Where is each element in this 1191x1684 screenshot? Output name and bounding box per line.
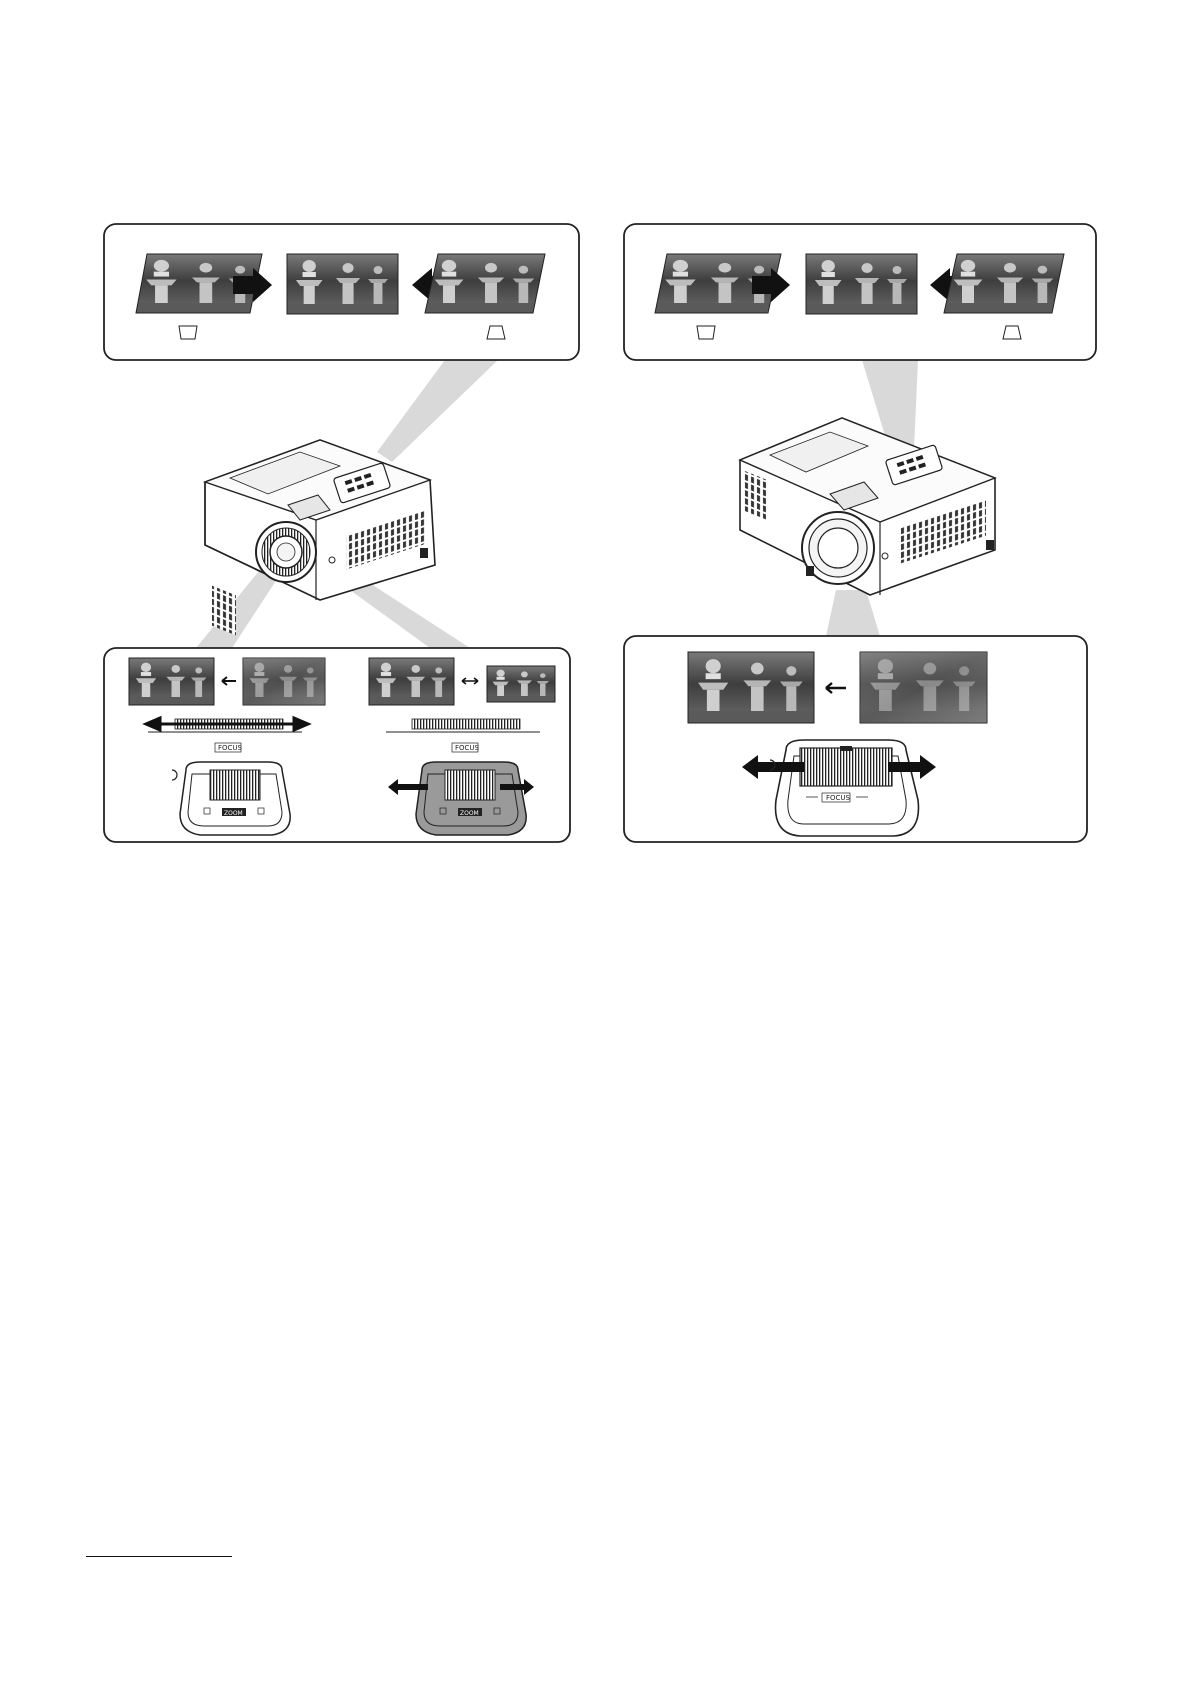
lens-top-view: FOCUS — [776, 740, 919, 836]
focus-photo-blurry — [860, 652, 987, 723]
beam-to-focus-panel — [826, 590, 880, 636]
focus-label-a: FOCUS — [218, 744, 243, 752]
right-diagram: FOCUS — [624, 224, 1096, 842]
zoom-photo-large — [369, 658, 454, 705]
projector-right — [740, 418, 995, 595]
zoom-photo-small — [487, 666, 555, 702]
lens-top-view-highlighted: ZOOM — [416, 762, 526, 835]
focus-photo-sharp — [129, 658, 214, 705]
footer-rule — [86, 1556, 232, 1557]
beam-to-focus-right — [350, 580, 470, 648]
left-diagram: FOCUS ZOOM — [104, 224, 579, 842]
keystone-image-corrected — [287, 254, 398, 314]
keystone-image-corrected — [806, 254, 917, 314]
focus-photo-blurry — [243, 658, 325, 705]
keystone-image-narrow-top — [425, 254, 545, 313]
focus-photo-sharp — [688, 652, 814, 723]
focus-label-b: FOCUS — [455, 744, 480, 752]
zoom-label-a: ZOOM — [224, 810, 243, 817]
keystone-image-narrow-top — [944, 254, 1064, 313]
zoom-ring-flat — [412, 719, 520, 729]
lens-top-view: ZOOM — [180, 762, 290, 835]
beam-to-keystone-panel — [377, 360, 498, 462]
zoom-label-b: ZOOM — [460, 810, 479, 817]
focus-label: FOCUS — [826, 794, 851, 802]
